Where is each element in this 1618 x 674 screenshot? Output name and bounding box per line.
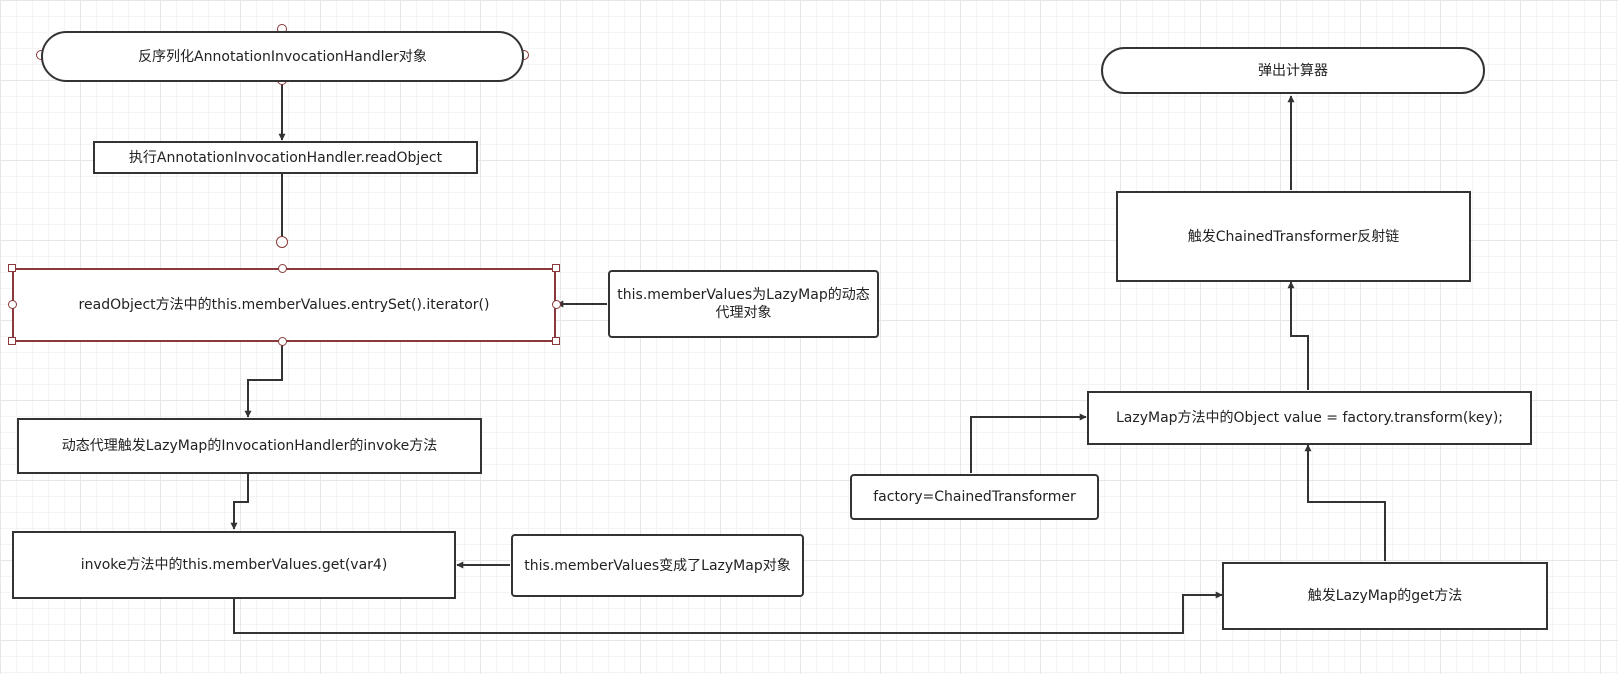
transform-node[interactable]: LazyMap方法中的Object value = factory.transf…	[1087, 391, 1532, 445]
start-node[interactable]: 反序列化AnnotationInvocationHandler对象	[41, 31, 524, 82]
resize-handle-top-right[interactable]	[552, 264, 560, 272]
note-proxy-label: this.memberValues为LazyMap的动态代理对象	[617, 287, 870, 321]
note-lazymap-node[interactable]: this.memberValues变成了LazyMap对象	[511, 534, 804, 597]
connector-proxy-to-invoke[interactable]	[230, 473, 249, 530]
start-node-label: 反序列化AnnotationInvocationHandler对象	[138, 48, 427, 65]
resize-handle-bottom-right[interactable]	[552, 337, 560, 345]
proxy-invoke-node[interactable]: 动态代理触发LazyMap的InvocationHandler的invoke方法	[17, 418, 482, 474]
trigger-get-label: 触发LazyMap的get方法	[1307, 588, 1463, 604]
connector-trigger-to-transform[interactable]	[1304, 444, 1386, 561]
transform-label: LazyMap方法中的Object value = factory.transf…	[1115, 410, 1503, 426]
chained-label: 触发ChainedTransformer反射链	[1187, 228, 1400, 245]
connection-endpoint[interactable]	[276, 236, 288, 248]
note-lazymap-label: this.memberValues变成了LazyMap对象	[524, 557, 791, 574]
resize-handle-bottom[interactable]	[278, 337, 287, 346]
note-proxy-node[interactable]: this.memberValues为LazyMap的动态代理对象	[608, 270, 879, 338]
factory-label: factory=ChainedTransformer	[873, 489, 1076, 505]
calc-label: 弹出计算器	[1258, 62, 1328, 79]
calc-node[interactable]: 弹出计算器	[1101, 47, 1485, 94]
resize-handle-bottom-left[interactable]	[8, 337, 16, 345]
resize-handle-top[interactable]	[278, 264, 287, 273]
chained-node[interactable]: 触发ChainedTransformer反射链	[1116, 191, 1471, 282]
exec-readobject-node[interactable]: 执行AnnotationInvocationHandler.readObject	[93, 141, 478, 174]
invoke-get-node[interactable]: invoke方法中的this.memberValues.get(var4)	[12, 531, 456, 599]
connector-factory-to-transform[interactable]	[970, 413, 1087, 473]
exec-readobject-label: 执行AnnotationInvocationHandler.readObject	[128, 149, 443, 166]
factory-node[interactable]: factory=ChainedTransformer	[850, 474, 1099, 520]
connector-transform-to-chained[interactable]	[1287, 281, 1309, 390]
entryset-label: readObject方法中的this.memberValues.entrySet…	[78, 297, 490, 313]
connector-invoke-to-trigger[interactable]	[233, 591, 1223, 634]
trigger-get-node[interactable]: 触发LazyMap的get方法	[1222, 562, 1548, 630]
resize-handle-top-left[interactable]	[8, 264, 16, 272]
connector-entryset-to-proxy[interactable]	[244, 343, 283, 418]
entryset-node[interactable]: readObject方法中的this.memberValues.entrySet…	[12, 268, 556, 342]
proxy-invoke-label: 动态代理触发LazyMap的InvocationHandler的invoke方法	[61, 438, 438, 454]
invoke-get-label: invoke方法中的this.memberValues.get(var4)	[80, 557, 388, 573]
resize-handle-right[interactable]	[552, 300, 561, 309]
resize-handle-left[interactable]	[8, 300, 17, 309]
